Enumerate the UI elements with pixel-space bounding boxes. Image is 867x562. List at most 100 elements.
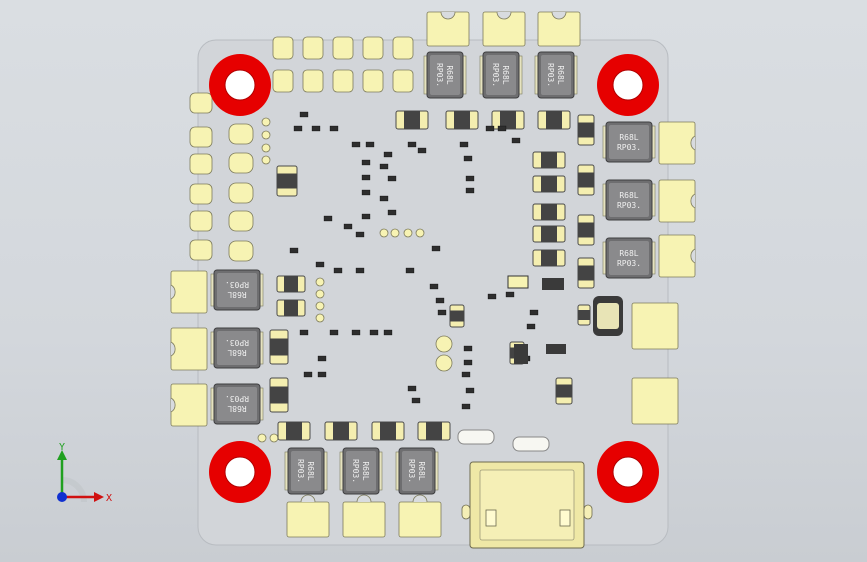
inductor-top (541, 55, 571, 95)
tiny-resistor (317, 355, 327, 362)
inductor-marking-line1: R68L (361, 461, 370, 480)
smd-center (333, 422, 349, 440)
tact-switch-top (597, 303, 619, 329)
inductor-top (217, 273, 257, 307)
tiny-resistor (405, 267, 415, 274)
smd-center (541, 204, 557, 220)
smd-component (532, 203, 566, 221)
smd-component (324, 421, 358, 441)
mounting-hole-center (224, 69, 256, 101)
tiny-resistor (361, 159, 371, 166)
smd-component (371, 421, 405, 441)
smd-component (449, 304, 465, 328)
pad-oval (189, 239, 213, 261)
castellation-notch (440, 11, 456, 20)
castellation-notch (690, 248, 696, 264)
tiny-resistor (435, 297, 445, 304)
pad-square (332, 69, 354, 93)
smd-component (395, 110, 429, 130)
pad-layer (170, 11, 696, 538)
tiny-resistor (497, 125, 507, 132)
inductor-marking-line2: RP03. (225, 394, 249, 403)
tiny-resistor (351, 329, 361, 336)
inductor-marking-line1: R68L (501, 65, 510, 84)
tiny-resistor (417, 147, 427, 154)
smd-center (450, 310, 464, 322)
mounting-hole-center (612, 456, 644, 488)
pad-oval (189, 183, 213, 205)
tiny-resistor (387, 209, 397, 216)
smd-center (284, 276, 298, 292)
tiny-resistor (465, 187, 475, 194)
tiny-resistor (365, 141, 375, 148)
inductor-marking-line1: R68L (227, 404, 246, 413)
ic-small (514, 344, 528, 364)
test-point (415, 228, 425, 238)
smd-component (269, 377, 289, 413)
tiny-resistor (383, 151, 393, 158)
tiny-resistor (369, 329, 379, 336)
pad-oval (189, 92, 213, 114)
smd-component (276, 165, 298, 197)
tiny-resistor (383, 329, 393, 336)
usb-leg (559, 509, 571, 527)
smd-center (270, 338, 288, 356)
tiny-resistor (303, 371, 313, 378)
tiny-resistor (465, 175, 475, 182)
inductor-marking-line2: RP03. (407, 459, 416, 483)
inductor-marking-line1: R68L (556, 65, 565, 84)
test-point (315, 277, 325, 287)
inductor-top (609, 241, 649, 275)
smd-center (404, 111, 420, 129)
castellated-pad (398, 501, 442, 538)
castellated-pad (170, 383, 208, 427)
smd-component (532, 249, 566, 267)
smd-component (555, 377, 573, 405)
castellated-pad (170, 270, 208, 314)
tiny-resistor (463, 345, 473, 352)
pad-square (362, 69, 384, 93)
smd-center (578, 222, 594, 238)
tiny-resistor (315, 261, 325, 268)
inductor-top (346, 451, 376, 491)
pad-square (302, 69, 324, 93)
pad-square (302, 36, 324, 60)
tiny-resistor (526, 323, 536, 330)
test-point (379, 228, 389, 238)
square-pad (631, 302, 679, 350)
tiny-resistor (529, 309, 539, 316)
inductor-marking-line2: RP03. (351, 459, 360, 483)
inductor-marking-line2: RP03. (546, 63, 555, 87)
inductor-marking-line2: RP03. (617, 201, 641, 210)
inductor-top (217, 387, 257, 421)
tiny-resistor (293, 125, 303, 132)
smd-component (577, 164, 595, 196)
castellation-notch (412, 494, 428, 503)
castellated-pad (342, 501, 386, 538)
test-point (269, 433, 279, 443)
pad-oval (228, 123, 254, 145)
tiny-resistor (437, 309, 447, 316)
tiny-resistor (299, 111, 309, 118)
tiny-resistor (387, 175, 397, 182)
smd-center (578, 172, 594, 188)
test-point-large (435, 335, 453, 353)
inductor-marking-line1: R68L (619, 133, 638, 142)
tiny-resistor (355, 231, 365, 238)
axis-y-label: Y (59, 442, 65, 453)
castellation-notch (300, 494, 316, 503)
inductor-marking-line2: RP03. (225, 338, 249, 347)
led (512, 436, 550, 452)
smd-center (426, 422, 442, 440)
inductor-marking-line1: R68L (619, 249, 638, 258)
usb-tab (461, 504, 471, 520)
inductor-marking-line1: R68L (227, 348, 246, 357)
tiny-resistor (333, 267, 343, 274)
usb-tab (583, 504, 593, 520)
test-point (390, 228, 400, 238)
